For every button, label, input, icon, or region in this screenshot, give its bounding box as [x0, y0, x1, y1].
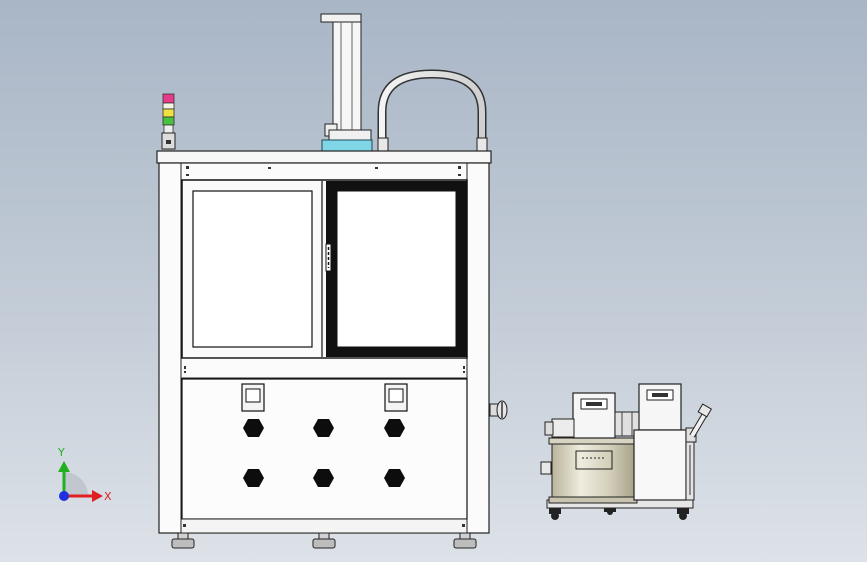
- tower-red-light: [162, 93, 175, 104]
- rocker-switch-left[interactable]: [241, 383, 265, 412]
- caster-wheels: [549, 508, 689, 520]
- machine-cabinet[interactable]: [156, 13, 508, 549]
- left-motor: [544, 392, 616, 439]
- x-axis-label: X: [104, 490, 112, 503]
- tube-arc: [377, 69, 488, 153]
- actuator-base-plate: [321, 139, 373, 153]
- right-motor: [633, 383, 695, 501]
- hex-knob[interactable]: [313, 469, 334, 487]
- side-cart-unit[interactable]: [540, 383, 713, 520]
- hex-knob[interactable]: [384, 419, 405, 437]
- tank-cylinder: [540, 437, 638, 504]
- side-valve[interactable]: [489, 400, 508, 420]
- orientation-triad: Y X: [57, 446, 112, 503]
- right-door-glass: [336, 190, 457, 348]
- signal-tower: [161, 93, 176, 150]
- hex-knob[interactable]: [243, 419, 264, 437]
- hex-knob[interactable]: [243, 469, 264, 487]
- linear-actuator: [320, 13, 373, 153]
- lower-panel: [181, 378, 468, 520]
- hex-knob[interactable]: [384, 469, 405, 487]
- rocker-switch-right[interactable]: [384, 383, 408, 412]
- leveling-feet: [171, 532, 477, 549]
- tower-green-light: [162, 116, 175, 126]
- tower-yellow-light: [162, 108, 175, 118]
- hex-knob-array: [243, 419, 405, 487]
- z-axis-dot: [59, 491, 69, 501]
- left-door-panel[interactable]: [192, 190, 313, 348]
- y-axis-label: Y: [57, 446, 65, 459]
- cart-lever-handle[interactable]: [685, 403, 713, 443]
- hex-knob[interactable]: [313, 419, 334, 437]
